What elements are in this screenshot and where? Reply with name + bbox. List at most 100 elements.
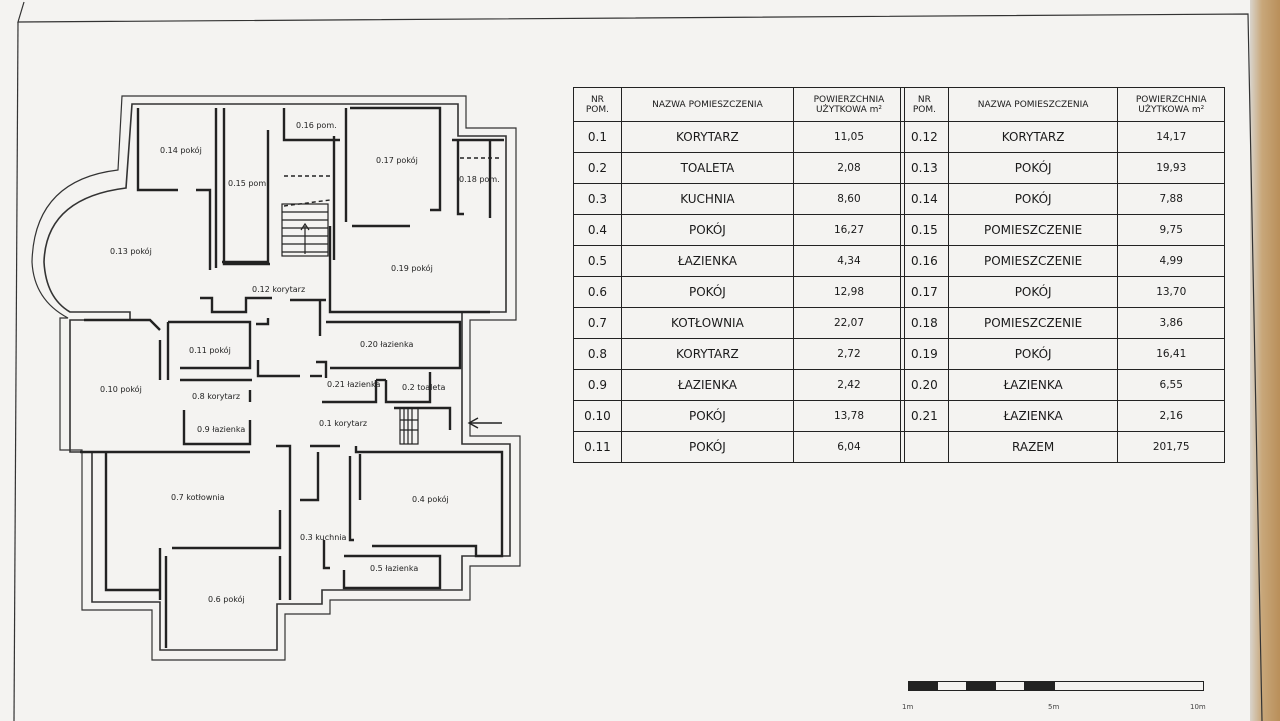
header-area-line1: POWIERZCHNIA bbox=[1135, 94, 1207, 105]
room-number-cell: 0.18 bbox=[900, 307, 949, 339]
room-area-cell: 2,72 bbox=[792, 338, 906, 370]
header-area-line2: UŻYTKOWA m² bbox=[1138, 104, 1205, 115]
room-label-0.21: 0.21 łazienka bbox=[327, 380, 380, 389]
building-outline bbox=[31, 95, 521, 661]
room-number-cell: 0.12 bbox=[900, 121, 949, 153]
room-number-cell: 0.3 bbox=[573, 183, 622, 215]
room-area-cell: 16,27 bbox=[792, 214, 906, 246]
room-label-0.3: 0.3 kuchnia bbox=[300, 533, 346, 542]
sheet-frame bbox=[17, 1, 1263, 721]
room-name-cell: KUCHNIA bbox=[620, 183, 794, 215]
sheet-frame-left bbox=[13, 21, 19, 721]
room-number-cell: 0.11 bbox=[573, 431, 622, 463]
room-number-cell: 0.16 bbox=[900, 245, 949, 277]
room-number-cell: 0.19 bbox=[900, 338, 949, 370]
scale-label-start: 1m bbox=[902, 703, 914, 711]
room-name-cell: ŁAZIENKA bbox=[620, 245, 794, 277]
header-nr-line2: POM. bbox=[585, 104, 610, 115]
room-label-0.14: 0.14 pokój bbox=[160, 145, 202, 155]
dashed-lines bbox=[283, 157, 500, 207]
scale-segment bbox=[908, 681, 938, 691]
room-number-cell: 0.20 bbox=[900, 369, 949, 401]
room-name-cell: ŁAZIENKA bbox=[947, 369, 1119, 401]
room-area-cell: 4,34 bbox=[792, 245, 906, 277]
room-area-cell: 7,88 bbox=[1117, 183, 1225, 215]
scale-segment bbox=[1054, 681, 1204, 691]
room-label-0.20: 0.20 łazienka bbox=[360, 340, 413, 349]
total-label-cell: RAZEM bbox=[947, 431, 1119, 463]
room-name-cell: ŁAZIENKA bbox=[620, 369, 794, 401]
room-name-cell: TOALETA bbox=[620, 152, 794, 184]
room-number-cell: 0.7 bbox=[573, 307, 622, 339]
room-label-0.9: 0.9 łazienka bbox=[197, 425, 245, 434]
room-name-cell: KORYTARZ bbox=[620, 338, 794, 370]
scale-segment bbox=[937, 681, 967, 691]
building-inner-outline bbox=[43, 103, 511, 651]
room-label-0.17: 0.17 pokój bbox=[376, 155, 418, 165]
room-label-0.11: 0.11 pokój bbox=[189, 345, 231, 355]
room-label-0.15: 0.15 pom. bbox=[228, 179, 269, 188]
room-name-cell: POMIESZCZENIE bbox=[947, 307, 1119, 339]
entry-steps bbox=[399, 407, 419, 445]
room-name-cell: KORYTARZ bbox=[620, 121, 794, 153]
scale-segment bbox=[966, 681, 996, 691]
room-name-cell: ŁAZIENKA bbox=[947, 400, 1119, 432]
room-number-cell: 0.4 bbox=[573, 214, 622, 246]
room-name-cell: KOTŁOWNIA bbox=[620, 307, 794, 339]
scale-label-end: 10m bbox=[1190, 703, 1206, 711]
room-number-cell: 0.9 bbox=[573, 369, 622, 401]
room-area-cell: 19,93 bbox=[1117, 152, 1225, 184]
room-number-cell: 0.8 bbox=[573, 338, 622, 370]
room-number-cell: 0.17 bbox=[900, 276, 949, 308]
room-number-cell: 0.10 bbox=[573, 400, 622, 432]
room-labels: 0.14 pokój 0.15 pom. 0.16 pom. 0.17 pokó… bbox=[100, 121, 500, 604]
scale-label-mid: 5m bbox=[1048, 703, 1060, 711]
room-area-cell: 13,78 bbox=[792, 400, 906, 432]
room-label-0.8: 0.8 korytarz bbox=[192, 392, 240, 401]
room-area-cell: 2,42 bbox=[792, 369, 906, 401]
room-name-cell: POKÓJ bbox=[620, 400, 794, 432]
room-area-cell: 2,16 bbox=[1117, 400, 1225, 432]
scale-segment bbox=[1024, 681, 1054, 691]
room-name-cell: KORYTARZ bbox=[947, 121, 1119, 153]
scale-bar bbox=[908, 681, 1204, 691]
header-area-line1: POWIERZCHNIA bbox=[813, 94, 885, 105]
room-label-0.5: 0.5 łazienka bbox=[370, 564, 418, 573]
room-area-cell: 11,05 bbox=[792, 121, 906, 153]
room-label-0.19: 0.19 pokój bbox=[391, 263, 433, 273]
room-area-cell: 13,70 bbox=[1117, 276, 1225, 308]
header-nr-line2: POM. bbox=[912, 104, 936, 115]
header-nr-line1: NR bbox=[590, 94, 604, 105]
room-number-cell: 0.2 bbox=[573, 152, 622, 184]
room-area-cell: 3,86 bbox=[1117, 307, 1225, 339]
interior-walls bbox=[80, 106, 504, 648]
room-number-cell: 0.6 bbox=[573, 276, 622, 308]
room-number-cell: 0.14 bbox=[900, 183, 949, 215]
room-label-0.1: 0.1 korytarz bbox=[319, 419, 367, 428]
room-number-cell: 0.5 bbox=[573, 245, 622, 277]
room-label-0.6: 0.6 pokój bbox=[208, 594, 245, 604]
room-area-cell: 2,08 bbox=[792, 152, 906, 184]
room-name-cell: POMIESZCZENIE bbox=[947, 214, 1119, 246]
